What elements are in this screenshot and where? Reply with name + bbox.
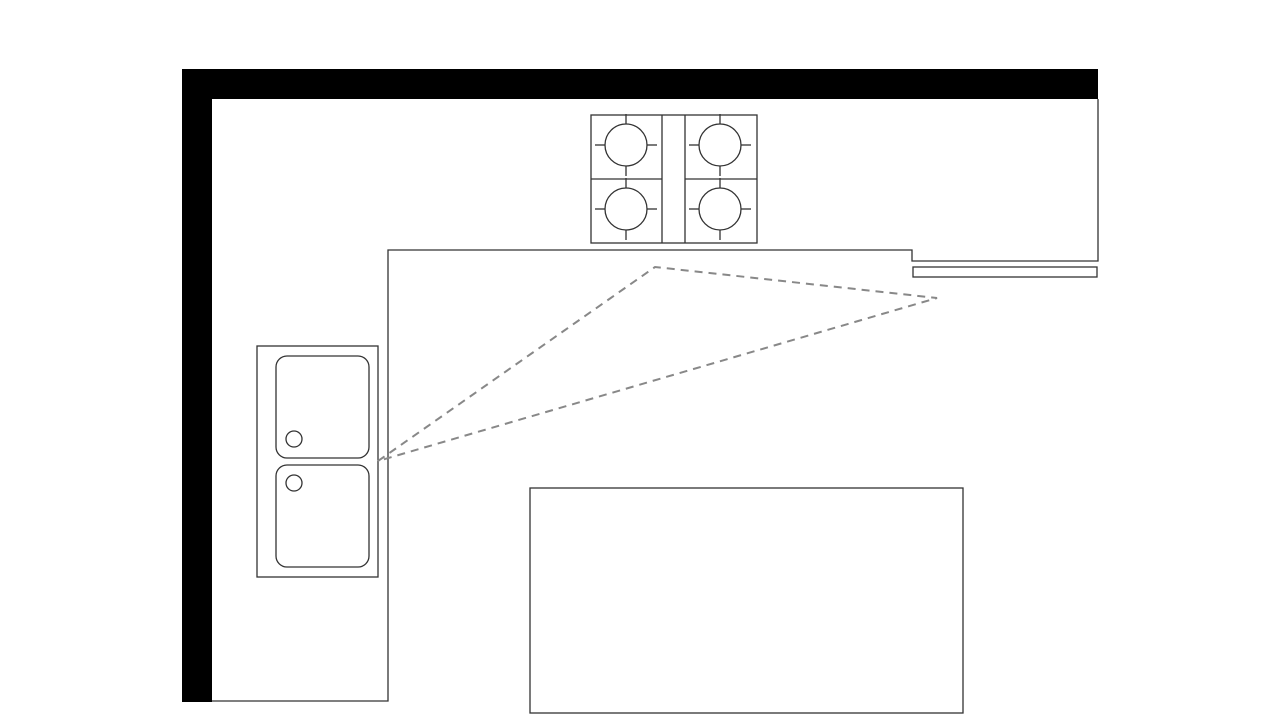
exterior-wall xyxy=(182,69,1098,702)
kitchen-island xyxy=(529,487,964,714)
fridge-outline xyxy=(912,266,1098,278)
sink-drain-bottom xyxy=(285,474,303,492)
double-sink xyxy=(256,345,379,578)
sink-basin-bottom xyxy=(275,464,370,568)
burner-2 xyxy=(698,123,742,167)
burner-1 xyxy=(604,123,648,167)
cooktop xyxy=(590,114,758,244)
l-shaped-counter xyxy=(212,99,1099,702)
burner-4 xyxy=(698,187,742,231)
sink-frame xyxy=(256,345,379,578)
left-wall xyxy=(182,69,212,702)
sink-basin-top xyxy=(275,355,370,459)
top-wall xyxy=(182,69,1098,99)
sink-drain-top xyxy=(285,430,303,448)
work-triangle xyxy=(377,265,938,462)
burner-3 xyxy=(604,187,648,231)
